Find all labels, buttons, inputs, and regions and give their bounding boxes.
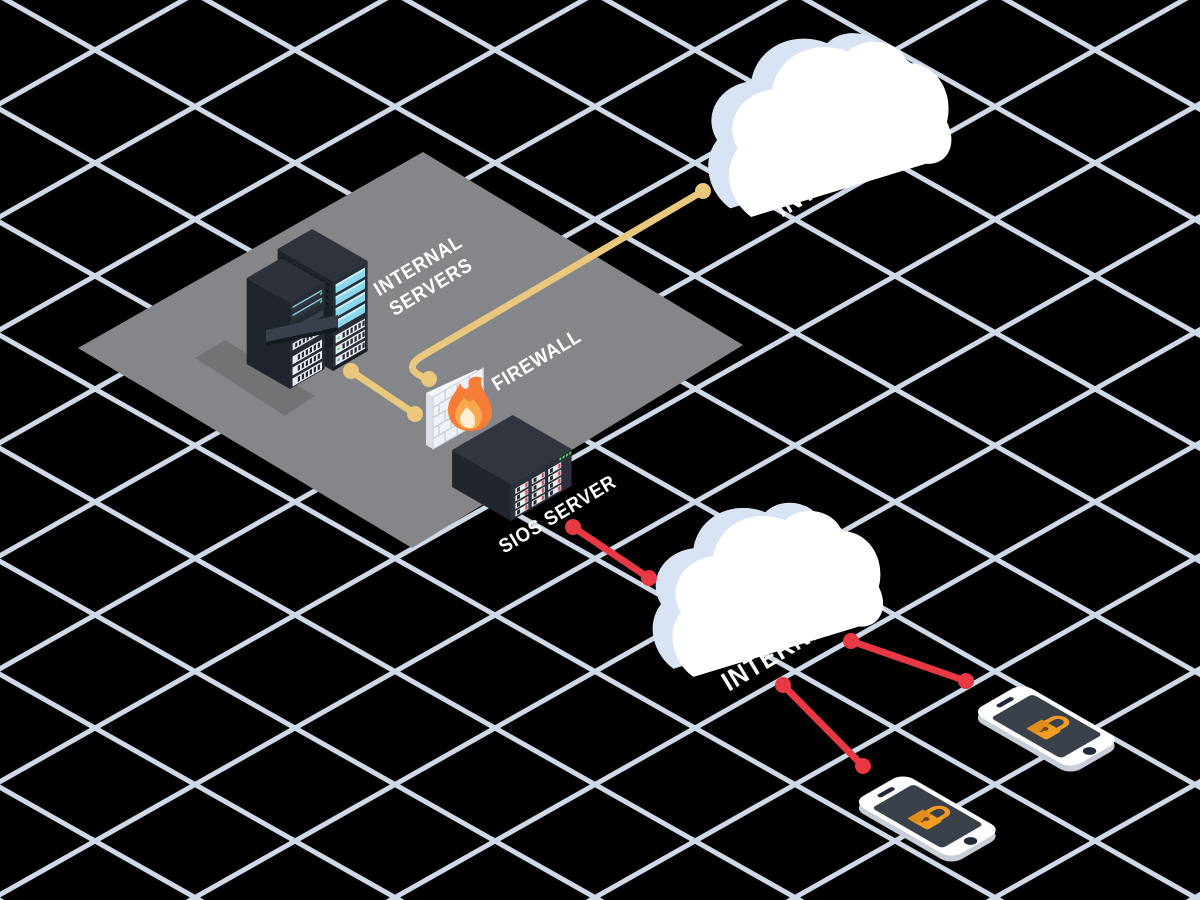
smartphone-icon-2: [858, 776, 996, 862]
link-endpoint-dot: [855, 758, 871, 774]
link-endpoint-dot: [421, 371, 437, 387]
link-endpoint-dot: [407, 406, 423, 422]
rack-screen-bars: [335, 267, 366, 330]
phone-speaker: [877, 787, 895, 798]
link-endpoint-dot: [343, 363, 359, 379]
smartphone-icon-1: [977, 686, 1115, 772]
phone-home-button: [1082, 747, 1097, 755]
rack-shadow: [195, 340, 315, 416]
server-rack-icon: [195, 229, 368, 416]
rack-drive-rows: [335, 318, 366, 366]
phone-home-button: [963, 837, 978, 845]
link-endpoint-dot: [565, 519, 581, 535]
link-endpoint-dot: [641, 570, 657, 586]
flame-icon: [448, 376, 492, 431]
padlock-icon: [907, 805, 951, 830]
link-endpoint-dot: [958, 673, 974, 689]
platform: [78, 152, 743, 548]
red-link-sios-to-internet: [565, 519, 657, 586]
sios-server-icon: [452, 415, 572, 521]
link-endpoint-dot: [695, 183, 711, 199]
status-leds: [559, 451, 572, 461]
red-link-internet-to-phone-2: [775, 677, 871, 774]
phone-speaker: [996, 697, 1014, 708]
drive-grid: [515, 462, 562, 517]
short-rack: [246, 258, 338, 389]
yellow-link-internet-to-firewall: [409, 183, 711, 387]
red-link-internet-to-phone-1: [843, 633, 974, 689]
firewall-icon: [426, 366, 492, 451]
padlock-icon: [1026, 715, 1070, 740]
link-endpoint-dot: [775, 677, 791, 693]
yellow-link-servers-to-firewall: [343, 363, 423, 422]
rack-tray: [266, 315, 338, 342]
wall-side: [426, 393, 433, 449]
link-endpoint-dot: [843, 633, 859, 649]
